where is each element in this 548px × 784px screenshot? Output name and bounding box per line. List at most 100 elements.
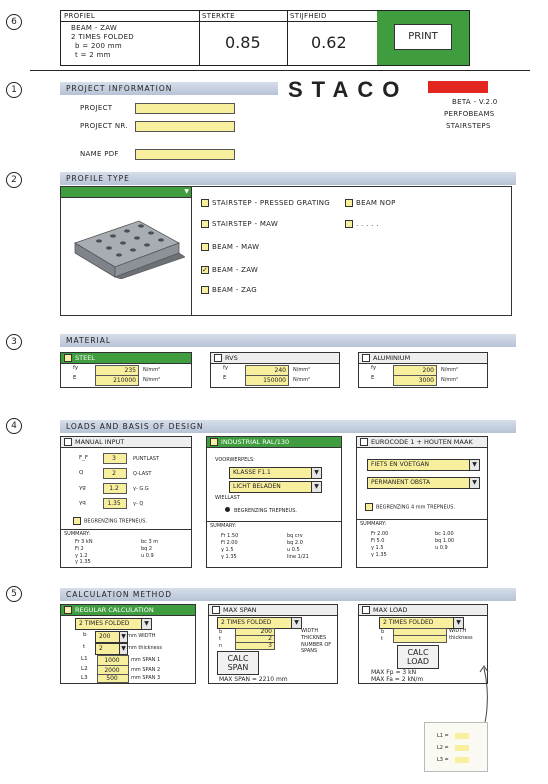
regular-b-dropdown[interactable]: 200▼ [95, 631, 128, 643]
industrial-load-dropdown[interactable]: LICHT BELADEN▼ [229, 481, 322, 493]
checkbox-beam-maw[interactable] [201, 243, 209, 251]
regular-calc-checkbox[interactable]: ✓ [64, 606, 72, 614]
profile-image-pane: ▼ [61, 187, 192, 315]
chevron-down-icon[interactable]: ▼ [311, 482, 321, 492]
checkbox-beam-zaw[interactable]: ✓ [201, 266, 209, 274]
max-span-header[interactable]: MAX SPAN [209, 605, 337, 616]
chevron-down-icon[interactable]: ▼ [469, 478, 479, 488]
chevron-down-icon[interactable]: ▼ [141, 619, 151, 629]
regular-calc-panel[interactable]: ✓REGULAR CALCULATION 2 TIMES FOLDED▼ b 2… [60, 604, 196, 684]
selected-dot-icon[interactable] [225, 507, 230, 512]
name-pdf-input[interactable] [135, 149, 235, 160]
rvs-e-input[interactable]: 150000 [245, 375, 289, 386]
rvs-checkbox[interactable] [214, 354, 222, 362]
max-load-panel[interactable]: MAX LOAD 2 TIMES FOLDED▼ b WIDTH t thick… [358, 604, 488, 684]
industrial-begrenzing-option[interactable]: BEGRENZING TREPNEUS. [225, 507, 297, 514]
eurocode-panel[interactable]: EUROCODE 1 + HOUTEN MAAK FIETS EN VOETGA… [356, 436, 488, 568]
project-input[interactable] [135, 103, 235, 114]
checkbox-beam-nop[interactable] [345, 199, 353, 207]
material-aluminium-header[interactable]: ALUMINIUM [359, 353, 487, 364]
material-steel-panel[interactable]: STEEL fy 235 N/mm² E 210000 N/mm² [60, 352, 192, 388]
profile-option-beam-nop[interactable]: BEAM NOP [345, 199, 396, 207]
ms-n-input[interactable]: 3 [235, 642, 275, 650]
material-rvs-panel[interactable]: RVS fy 240 N/mm² E 150000 N/mm² [210, 352, 340, 388]
aluminium-e-input[interactable]: 3000 [393, 375, 437, 386]
profile-option-beam-zaw[interactable]: ✓BEAM - ZAW [201, 266, 258, 274]
industrial-header[interactable]: INDUSTRIAL RAL/130 [207, 437, 341, 448]
ml-t-input[interactable] [393, 635, 447, 643]
l1-unit: mm SPAN 1 [131, 657, 161, 663]
calc-span-button[interactable]: CALC SPAN [217, 651, 259, 675]
checkbox-stairstep-maw[interactable] [201, 220, 209, 228]
steel-checkbox[interactable] [64, 354, 72, 362]
eurocode-summary-3a: γ 1.5 [371, 545, 384, 551]
max-span-checkbox[interactable] [212, 606, 220, 614]
q-input[interactable]: 2 [103, 468, 127, 479]
l2-unit: mm SPAN 2 [131, 667, 161, 673]
profile-option-beam-zag[interactable]: BEAM - ZAG [201, 286, 257, 294]
checkbox-beam-zag[interactable] [201, 286, 209, 294]
profile-option-beam-maw[interactable]: BEAM - MAW [201, 243, 259, 251]
material-steel-header[interactable]: STEEL [61, 353, 191, 364]
profile-pane-dropdown-icon[interactable]: ▼ [184, 188, 189, 195]
aluminium-checkbox[interactable] [362, 354, 370, 362]
regular-fold-dropdown[interactable]: 2 TIMES FOLDED▼ [75, 618, 152, 630]
ff-input[interactable]: 3 [103, 453, 127, 464]
max-span-panel[interactable]: MAX SPAN 2 TIMES FOLDED▼ b 200 WIDTH t 2… [208, 604, 338, 684]
chevron-down-icon[interactable]: ▼ [311, 468, 321, 478]
fy-label: fy [73, 365, 79, 371]
chevron-down-icon[interactable]: ▼ [291, 618, 301, 628]
checkbox-more[interactable] [345, 220, 353, 228]
material-aluminium-panel[interactable]: ALUMINIUM fy 200 N/mm² E 3000 N/mm² [358, 352, 488, 388]
chevron-down-icon[interactable]: ▼ [119, 632, 127, 642]
l3-input[interactable]: 500 [97, 674, 129, 683]
steel-e-input[interactable]: 210000 [95, 375, 139, 386]
b-label: b [83, 632, 87, 638]
project-nr-input[interactable] [135, 121, 235, 132]
dropdown-value: 2 TIMES FOLDED [383, 619, 434, 626]
chevron-down-icon[interactable]: ▼ [469, 460, 479, 470]
max-span-result: MAX SPAN = 2210 mm [219, 676, 288, 683]
profile-option-more[interactable]: . . . . . [345, 220, 379, 228]
material-bar: MATERIAL [60, 334, 516, 347]
regular-calc-header[interactable]: ✓REGULAR CALCULATION [61, 605, 195, 616]
manual-begrenzing-option[interactable]: BEGRENZING TREPNEUS. [73, 517, 147, 525]
stijfheid-header: STIJFHEID [290, 12, 327, 20]
option-label: BEAM - ZAW [212, 266, 259, 274]
calc-load-button[interactable]: CALC LOAD [397, 645, 439, 669]
eurocode-header[interactable]: EUROCODE 1 + HOUTEN MAAK [357, 437, 487, 448]
chevron-down-icon[interactable]: ▼ [119, 644, 127, 654]
material-rvs-header[interactable]: RVS [211, 353, 339, 364]
profile-option-stairstep-maw[interactable]: STAIRSTEP - MAW [201, 220, 278, 228]
gamma-g-input[interactable]: 1.2 [103, 483, 127, 494]
manual-input-header[interactable]: MANUAL INPUT [61, 437, 191, 448]
option-label: . . . . . [356, 220, 379, 228]
industrial-panel[interactable]: INDUSTRIAL RAL/130 VOORWERPELS: KLASSE F… [206, 436, 342, 568]
max-load-checkbox[interactable] [362, 606, 370, 614]
eurocode-begrenzing-checkbox[interactable] [365, 503, 373, 511]
dropdown-value: 2 [99, 645, 103, 652]
industrial-class-dropdown[interactable]: KLASSE F1.1▼ [229, 467, 322, 479]
l2-label: L2 [81, 666, 88, 672]
chevron-down-icon[interactable]: ▼ [453, 618, 463, 628]
eurocode-begrenzing-option[interactable]: BEGRENZING 4 mm TREPNEUS. [365, 503, 455, 511]
ms-b-label: b [219, 629, 223, 635]
manual-input-checkbox[interactable] [64, 438, 72, 446]
checkbox-stairstep-grating[interactable] [201, 199, 209, 207]
project-info-bar: PROJECT INFORMATION [60, 82, 278, 95]
max-load-header[interactable]: MAX LOAD [359, 605, 487, 616]
manual-begrenzing-checkbox[interactable] [73, 517, 81, 525]
manual-summary-1b: bc 3 m [141, 539, 159, 545]
eurocode-category-dropdown[interactable]: FIETS EN VOETGAN ▼ [367, 459, 480, 471]
eurocode-summary-2b: bq 1.00 [435, 538, 455, 544]
manual-input-panel[interactable]: MANUAL INPUT F_F 3 PUNTLAST Q 2 Q-LAST γ… [60, 436, 192, 568]
eurocode-checkbox[interactable] [360, 438, 368, 446]
print-button[interactable]: PRINT [394, 24, 452, 50]
profile-option-stairstep-grating[interactable]: STAIRSTEP - PRESSED GRATING [201, 199, 330, 207]
gamma-q-label: γq [79, 500, 86, 506]
gamma-q-input[interactable]: 1.35 [103, 498, 127, 509]
dropdown-value: FIETS EN VOETGAN [371, 461, 429, 468]
industrial-checkbox[interactable] [210, 438, 218, 446]
eurocode-obstacle-dropdown[interactable]: PERMANENT OBSTA▼ [367, 477, 480, 489]
regular-t-dropdown[interactable]: 2▼ [95, 643, 128, 655]
